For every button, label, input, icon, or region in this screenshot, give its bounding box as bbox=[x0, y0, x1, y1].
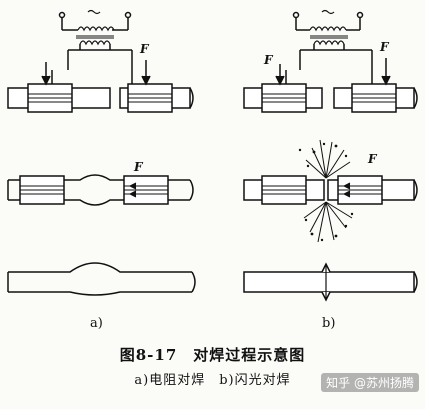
panel-a-drawing bbox=[7, 9, 196, 296]
force-label-b2: F bbox=[368, 152, 377, 166]
force-label-a1: F bbox=[140, 42, 149, 56]
force-label-b1-left: F bbox=[264, 53, 273, 67]
panel-a-label: a) bbox=[90, 316, 103, 331]
figure-title: 图8-17 对焊过程示意图 bbox=[119, 346, 306, 364]
panel-b-label: b) bbox=[322, 316, 336, 331]
panel-b-drawing bbox=[243, 9, 418, 302]
watermark: 知乎 @苏州扬腾 bbox=[321, 373, 419, 392]
force-label-b1-right: F bbox=[380, 40, 389, 54]
force-label-a2: F bbox=[134, 160, 143, 174]
figure-subtitle: a)电阻对焊 b)闪光对焊 bbox=[134, 373, 291, 388]
